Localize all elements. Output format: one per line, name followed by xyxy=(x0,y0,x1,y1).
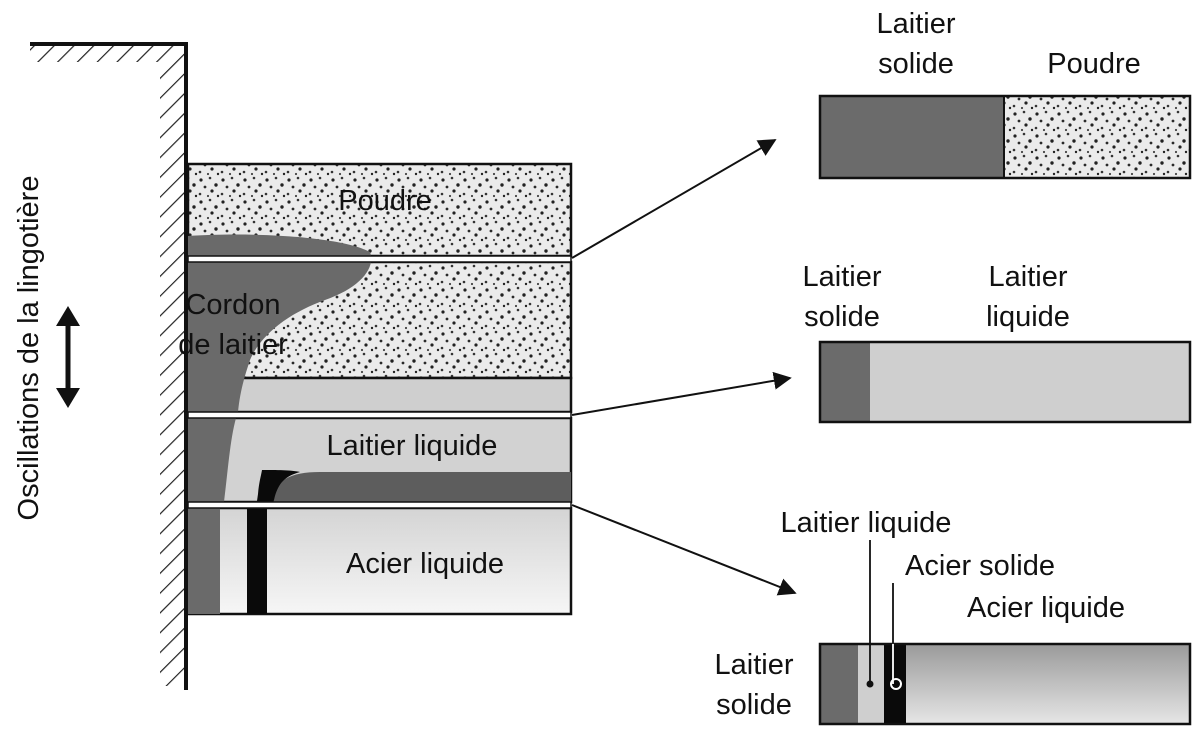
detail-top-left-2: solide xyxy=(878,48,954,80)
detail-middle-right-1: Laitier xyxy=(989,261,1068,293)
detail-bottom-solid-steel xyxy=(884,644,906,724)
detail-bottom-left-2: solide xyxy=(716,689,792,721)
slag-rim xyxy=(188,234,372,412)
detail-bottom-acier-liquide: Acier liquide xyxy=(967,592,1125,624)
detail-top: Laitier solide Poudre xyxy=(818,8,1192,180)
gap-3 xyxy=(187,501,572,509)
slag-rim-bottom xyxy=(188,508,220,614)
detail-middle-left-1: Laitier xyxy=(803,261,882,293)
detail-bottom-laitier-liquide: Laitier liquide xyxy=(781,507,952,539)
detail-middle: Laitier solide Laitier liquide xyxy=(803,261,1192,424)
label-cordon-2: de laitier xyxy=(178,329,288,361)
detail-bottom-acier-solide: Acier solide xyxy=(905,550,1055,582)
label-poudre: Poudre xyxy=(338,185,432,217)
gap-2 xyxy=(187,411,572,419)
detail-middle-liquid-slag xyxy=(870,342,1190,422)
label-laitier-liquide: Laitier liquide xyxy=(327,430,498,462)
detail-middle-left-2: solide xyxy=(804,301,880,333)
detail-top-powder xyxy=(1004,96,1190,178)
label-acier-liquide: Acier liquide xyxy=(346,548,504,580)
detail-middle-right-2: liquide xyxy=(986,301,1070,333)
detail-bottom-liquid-steel xyxy=(906,644,1190,724)
detail-top-right: Poudre xyxy=(1047,48,1141,80)
arrow-middle xyxy=(571,371,792,416)
detail-top-solid-slag xyxy=(820,96,1004,178)
detail-bottom-left-1: Laitier xyxy=(715,649,794,681)
steel-shell xyxy=(256,470,300,508)
detail-top-left-1: Laitier xyxy=(877,8,956,40)
slag-rim-lower xyxy=(188,418,236,502)
detail-bottom-solid-slag xyxy=(820,644,858,724)
oscillation-double-arrow-icon xyxy=(56,306,80,408)
detail-middle-solid-slag xyxy=(820,342,870,422)
liquid-slag-layer xyxy=(186,376,573,414)
arrow-bottom xyxy=(571,504,797,596)
label-cordon-1: Cordon xyxy=(185,289,280,321)
detail-bottom: Laitier liquide Acier solide Acier liqui… xyxy=(715,507,1192,726)
slag-steel-interface xyxy=(270,472,571,502)
steel-shell-lower xyxy=(247,508,267,614)
oscillation-label: Oscillations de la lingotière xyxy=(13,176,45,521)
arrow-top xyxy=(571,139,777,259)
main-section: Poudre Cordon de laitier Laitier liquide… xyxy=(178,162,573,616)
gap-1 xyxy=(187,255,572,263)
mould-wall xyxy=(30,42,188,690)
